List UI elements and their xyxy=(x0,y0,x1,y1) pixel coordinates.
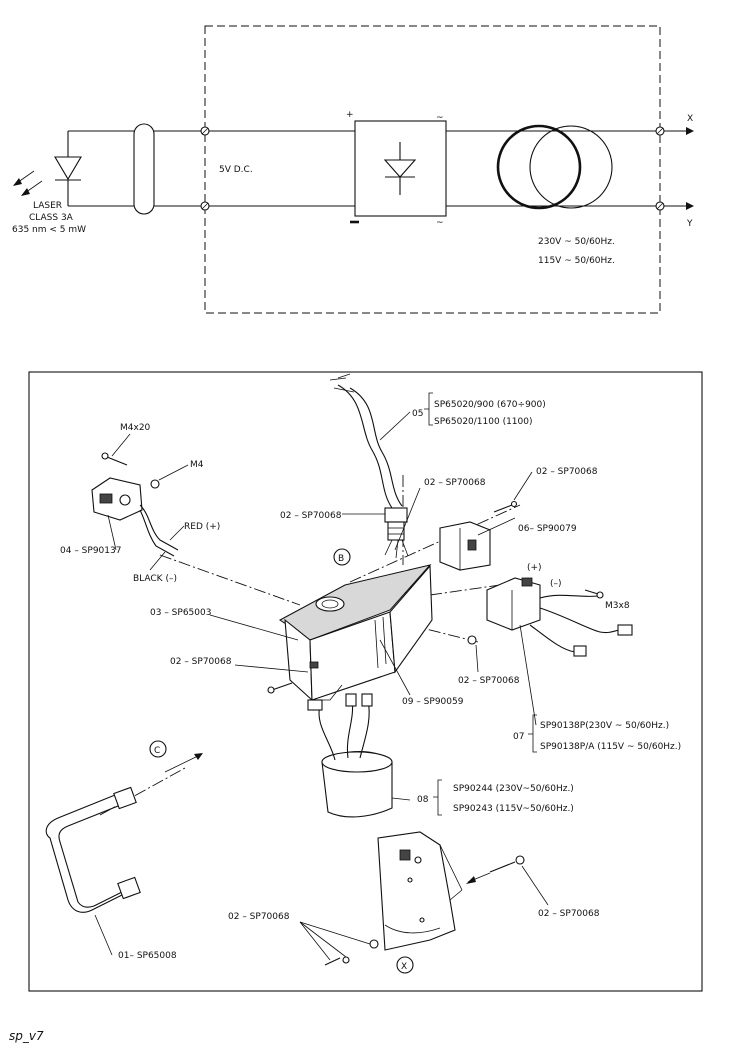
output-x-label: X xyxy=(687,114,693,124)
part-06-connector xyxy=(439,500,518,571)
laser-label-line2: CLASS 3A xyxy=(29,213,74,223)
m3x8-label: M3x8 xyxy=(605,601,630,611)
dc-voltage-label: 5V D.C. xyxy=(219,165,253,175)
rectifier-tilde-top: ~ xyxy=(436,113,444,123)
laser-label-line3: 635 nm < 5 mW xyxy=(12,225,86,235)
part-08-number: 08 xyxy=(417,795,429,805)
rectifier-plus: + xyxy=(346,110,354,120)
part-08-code-1: SP90244 (230V~50/60Hz.) xyxy=(453,784,574,794)
part-03-label: 03 – SP65003 xyxy=(150,608,211,618)
rectifier-tilde-bottom: ~ xyxy=(436,218,444,228)
voltage-230-label: 230V ~ 50/60Hz. xyxy=(538,237,615,247)
part-07-number: 07 xyxy=(513,732,524,742)
part-05-number: 05 xyxy=(412,409,423,419)
part-02-label-bottom-right: 02 – SP70068 xyxy=(538,909,600,919)
red-wire-label: RED (+) xyxy=(184,522,220,532)
part-02-label-housing: 02 – SP70068 xyxy=(170,657,232,667)
exploded-parts-view: 05 SP65020/900 (670÷900) SP65020/1100 (1… xyxy=(28,371,703,992)
part-04-label: 04 – SP90137 xyxy=(60,546,121,556)
part-04-laser-module xyxy=(91,452,179,557)
part-02-label-gland: 02 – SP70068 xyxy=(280,511,342,521)
mounting-plate xyxy=(377,831,463,951)
m4-label: M4 xyxy=(190,460,204,470)
transformer-symbol xyxy=(496,124,613,210)
minus-mark: (–) xyxy=(550,579,562,589)
exploded-view-frame xyxy=(28,371,703,992)
view-x-marker xyxy=(396,956,414,974)
part-02-label-top: 02 – SP70068 xyxy=(424,478,486,488)
laser-label-line1: LASER xyxy=(33,201,62,211)
part-06-label: 06– SP90079 xyxy=(518,524,577,534)
part-08-transformer xyxy=(307,693,393,818)
laser-diode-symbol xyxy=(13,156,82,196)
voltage-115-label: 115V ~ 50/60Hz. xyxy=(538,256,615,266)
part-08-code-2: SP90243 (115V~50/60Hz.) xyxy=(453,804,574,814)
part-05-code-1: SP65020/900 (670÷900) xyxy=(434,400,546,410)
view-x-label: X xyxy=(401,962,407,972)
cable-connector-symbol xyxy=(133,123,155,215)
view-c-marker xyxy=(149,740,167,758)
part-05-code-2: SP65020/1100 (1100) xyxy=(434,417,533,427)
part-02-label-nut: 02 – SP70068 xyxy=(458,676,520,686)
plus-mark: (+) xyxy=(527,563,542,573)
view-b-label: B xyxy=(338,554,344,564)
electrical-schematic: LASER CLASS 3A 635 nm < 5 mW 5V D.C. + ~… xyxy=(12,25,694,314)
part-02-label-bottom-left: 02 – SP70068 xyxy=(228,912,290,922)
m4x20-label: M4x20 xyxy=(120,423,151,433)
part-07-power-supply xyxy=(486,577,633,657)
part-03-housing xyxy=(279,564,433,702)
part-01-u-bracket xyxy=(45,786,141,913)
part-05-cable-gland xyxy=(329,373,409,559)
black-wire-label: BLACK (–) xyxy=(133,574,177,584)
part-09-label: 09 – SP90059 xyxy=(402,697,464,707)
part-07-code-2: SP90138P/A (115V ~ 50/60Hz.) xyxy=(540,742,681,752)
part-07-code-1: SP90138P(230V ~ 50/60Hz.) xyxy=(540,721,669,731)
part-01-label: 01– SP65008 xyxy=(118,951,177,961)
view-b-marker xyxy=(333,548,351,566)
footer-code: sp_v7 xyxy=(9,1029,44,1043)
part-02-label-connector: 02 – SP70068 xyxy=(536,467,598,477)
view-c-label: C xyxy=(154,746,160,756)
output-y-label: Y xyxy=(686,219,693,229)
